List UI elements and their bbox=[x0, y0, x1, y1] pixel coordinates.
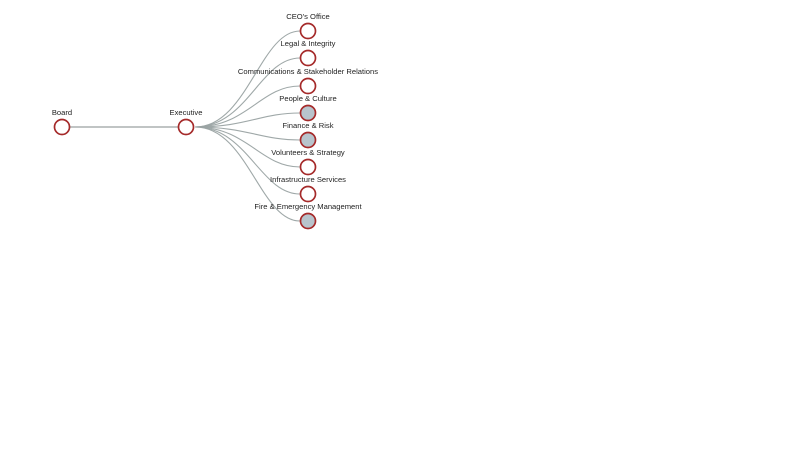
edge-executive-finance-risk bbox=[194, 126, 301, 141]
node-people-culture[interactable]: People & Culture bbox=[279, 94, 337, 122]
node-volunteers-strategy[interactable]: Volunteers & Strategy bbox=[271, 148, 345, 176]
node-circle-finance-risk[interactable] bbox=[299, 131, 317, 149]
node-finance-risk[interactable]: Finance & Risk bbox=[282, 121, 334, 149]
node-label-fire-emergency-management: Fire & Emergency Management bbox=[254, 202, 362, 211]
edge-layer bbox=[69, 30, 301, 222]
node-circle-fire-emergency-management[interactable] bbox=[299, 212, 317, 230]
node-legal-integrity[interactable]: Legal & Integrity bbox=[281, 39, 336, 67]
node-circle-ceos-office[interactable] bbox=[299, 22, 317, 40]
node-circle-legal-integrity[interactable] bbox=[299, 49, 317, 67]
edge-executive-ceos-office bbox=[194, 30, 301, 128]
node-circle-volunteers-strategy[interactable] bbox=[299, 158, 317, 176]
node-communications-stakeholder-relations[interactable]: Communications & Stakeholder Relations bbox=[238, 67, 378, 95]
node-circle-infrastructure-services[interactable] bbox=[299, 185, 317, 203]
edge-executive-legal-integrity bbox=[194, 57, 301, 128]
node-label-people-culture: People & Culture bbox=[279, 94, 336, 103]
edge-executive-people-culture bbox=[194, 112, 301, 128]
node-board[interactable]: Board bbox=[52, 108, 72, 136]
node-label-legal-integrity: Legal & Integrity bbox=[281, 39, 336, 48]
edge-executive-volunteers-strategy bbox=[194, 126, 301, 168]
node-fire-emergency-management[interactable]: Fire & Emergency Management bbox=[254, 202, 362, 230]
node-circle-people-culture[interactable] bbox=[299, 104, 317, 122]
node-circle-executive[interactable] bbox=[177, 118, 195, 136]
node-circle-communications-stakeholder-relations[interactable] bbox=[299, 77, 317, 95]
node-label-infrastructure-services: Infrastructure Services bbox=[270, 175, 346, 184]
node-infrastructure-services[interactable]: Infrastructure Services bbox=[270, 175, 346, 203]
edge-executive-fire-emergency-management bbox=[194, 126, 301, 222]
edge-executive-infrastructure-services bbox=[194, 126, 301, 195]
node-circle-board[interactable] bbox=[53, 118, 71, 136]
node-label-executive: Executive bbox=[170, 108, 203, 117]
node-executive[interactable]: Executive bbox=[170, 108, 203, 136]
node-label-communications-stakeholder-relations: Communications & Stakeholder Relations bbox=[238, 67, 378, 76]
node-label-ceos-office: CEO's Office bbox=[286, 12, 330, 21]
node-label-board: Board bbox=[52, 108, 72, 117]
node-label-finance-risk: Finance & Risk bbox=[282, 121, 333, 130]
node-ceos-office[interactable]: CEO's Office bbox=[286, 12, 330, 40]
edge-executive-communications-stakeholder-relations bbox=[194, 85, 301, 128]
node-label-volunteers-strategy: Volunteers & Strategy bbox=[271, 148, 345, 157]
